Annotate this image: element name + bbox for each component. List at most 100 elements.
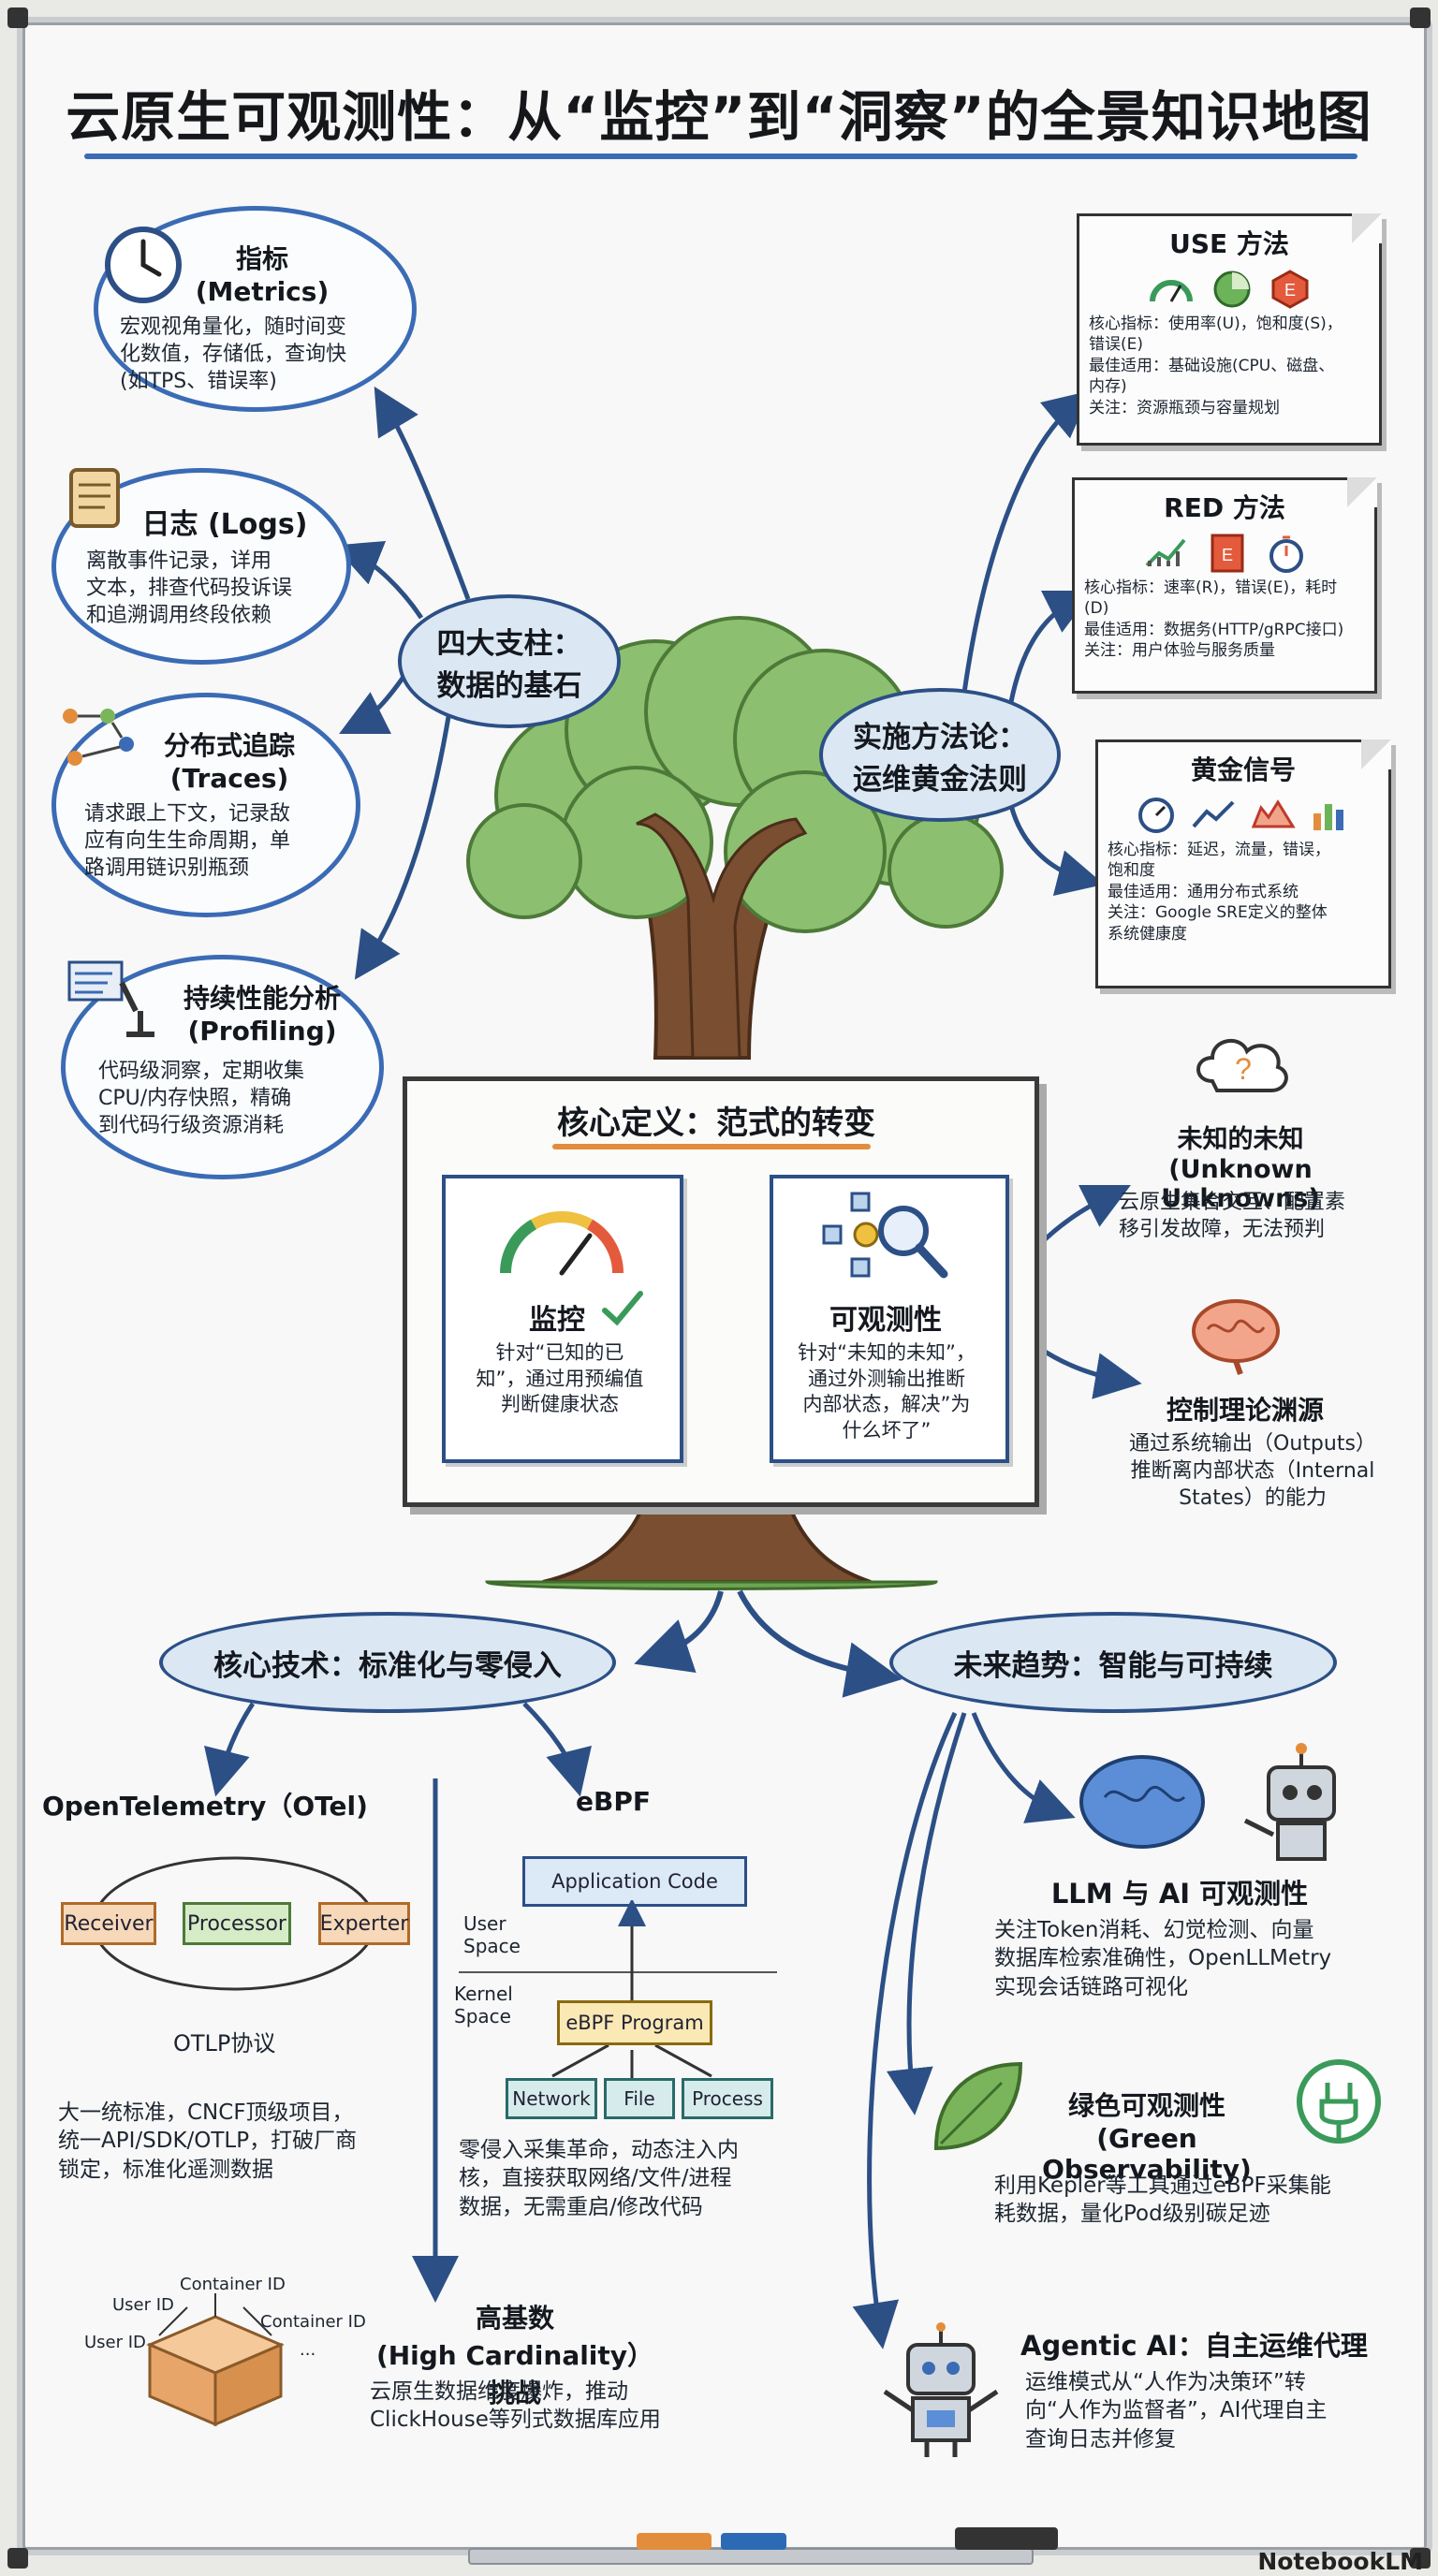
profiling-title: 持续性能分析 (Profiling) bbox=[183, 983, 341, 1046]
tree-trunk-mid bbox=[636, 812, 808, 1060]
methods-hub: 实施方法论： 运维黄金法则 bbox=[819, 688, 1061, 822]
ebpf-kernel-space-label: Kernel Space bbox=[454, 1983, 513, 2027]
ebpf-program-box: eBPF Program bbox=[557, 2000, 712, 2045]
logs-text: 离散事件记录，详用 文本，排查代码投诉误 和追溯调用终段依赖 bbox=[86, 549, 293, 628]
magnifier-network-icon bbox=[822, 1192, 948, 1279]
root-arrow-left bbox=[634, 1590, 724, 1674]
arrow-to-logs bbox=[333, 540, 424, 620]
cardinality-text: 云原生数据维度爆炸，推动 ClickHouse等列式数据库应用 bbox=[370, 2379, 661, 2433]
arrow-to-red bbox=[1008, 591, 1093, 703]
title-underline bbox=[84, 154, 1357, 159]
arrow-to-use bbox=[961, 390, 1092, 694]
cardinality-label-user-id-2: User ID bbox=[84, 2333, 146, 2352]
otel-receiver-box: Receiver bbox=[61, 1902, 156, 1945]
otel-processor-box: Processor bbox=[183, 1902, 291, 1945]
monitoring-text: 针对“已知的已 知”，通过用预编值 判断健康状态 bbox=[476, 1341, 644, 1416]
red-icons: E bbox=[1075, 533, 1374, 574]
ebpf-file-box: File bbox=[604, 2078, 675, 2119]
clock-icon bbox=[105, 227, 182, 303]
green-text: 利用Kepler等工具通过eBPF采集能 耗数据，量化Pod级别碳足迹 bbox=[994, 2174, 1331, 2227]
arrow-to-otel bbox=[204, 1702, 256, 1797]
arrow-to-profiling bbox=[354, 710, 452, 980]
microscope-icon bbox=[67, 960, 154, 1037]
golden-signals-card: 黄金信号 核心指标：延迟，流量，错误， 饱和度 最佳适用：通用分布式系统 关注：… bbox=[1095, 739, 1391, 988]
checkmark-icon bbox=[602, 1291, 643, 1326]
card-fold bbox=[1361, 739, 1391, 769]
red-line-2: (D) bbox=[1084, 599, 1109, 619]
tech-hub: 核心技术：标准化与零侵入 bbox=[159, 1612, 616, 1713]
use-icons: E bbox=[1079, 269, 1379, 310]
board-corner bbox=[7, 7, 28, 28]
marker-orange bbox=[637, 2533, 712, 2550]
red-line-1: 核心指标：速率(R)，错误(E)，耗时 bbox=[1084, 578, 1338, 597]
arrow-to-llm bbox=[971, 1712, 1076, 1823]
eraser bbox=[955, 2527, 1058, 2550]
arrow-to-control bbox=[1037, 1345, 1142, 1399]
saturation-bars-icon bbox=[1313, 804, 1343, 830]
observability-title: 可观测性 bbox=[829, 1304, 942, 1337]
card-fold bbox=[1352, 213, 1382, 243]
golden-line-5: 系统健康度 bbox=[1108, 924, 1187, 944]
monitoring-panel bbox=[442, 1175, 683, 1463]
agentic-title: Agentic AI：自主运维代理 bbox=[1020, 2330, 1368, 2362]
ebpf-app-code-box: Application Code bbox=[522, 1856, 747, 1907]
cardinality-label-ellipsis: ... bbox=[300, 2340, 316, 2360]
traces-text: 请求跟上下文，记录敌 应有向生生命周期，单 路调用链识别瓶颈 bbox=[84, 802, 291, 881]
control-theory-text: 通过系统输出（Outputs） 推断离内部状态（Internal States）… bbox=[1129, 1432, 1376, 1511]
ebpf-arrows bbox=[551, 1900, 712, 2078]
board-corner bbox=[1410, 7, 1431, 28]
golden-title: 黄金信号 bbox=[1190, 754, 1296, 785]
speedometer-icon bbox=[499, 1210, 624, 1276]
board-corner bbox=[7, 2548, 28, 2569]
cardinality-title: 高基数 (High Cardinality）挑战 bbox=[375, 2303, 654, 2408]
arrow-to-ebpf bbox=[522, 1702, 592, 1797]
svg-text:E: E bbox=[1284, 281, 1296, 300]
marker-tray bbox=[468, 2548, 1034, 2565]
root-arrow-right bbox=[737, 1589, 902, 1698]
metrics-title: 指标 (Metrics) bbox=[195, 243, 330, 307]
traces-title: 分布式追踪 (Traces) bbox=[163, 730, 295, 794]
red-method-card: RED 方法 E 核心指标：速率(R)，错误(E)，耗时 (D) 最佳适用：数据… bbox=[1072, 477, 1377, 694]
golden-icons bbox=[1098, 795, 1388, 836]
traffic-chart-icon bbox=[1192, 800, 1235, 828]
golden-line-1: 核心指标：延迟，流量，错误， bbox=[1108, 841, 1330, 859]
pie-icon bbox=[1213, 271, 1251, 308]
otel-exporter-box: Experter bbox=[318, 1902, 410, 1945]
scroll-icon bbox=[69, 468, 120, 528]
arrow-to-golden bbox=[1008, 804, 1105, 896]
methods-hub-label: 实施方法论： 运维黄金法则 bbox=[853, 720, 1027, 797]
ebpf-text: 零侵入采集革命，动态注入内 核，直接获取网络/文件/进程 数据，无需重启/修改代… bbox=[459, 2138, 739, 2219]
use-line-2: 错误(E) bbox=[1089, 335, 1144, 355]
card-fold bbox=[1347, 477, 1377, 507]
observability-text: 针对“未知的未知”， 通过外测输出推断 内部状态，解决”为 什么坏了” bbox=[798, 1341, 976, 1442]
future-hub-label: 未来趋势：智能与可持续 bbox=[953, 1648, 1273, 1683]
unknown-text: 云原生集合交互、配置素 移引发故障，无法预判 bbox=[1119, 1191, 1346, 1242]
ebpf-network-box: Network bbox=[506, 2078, 597, 2119]
pillars-hub-label: 四大支柱： 数据的基石 bbox=[436, 626, 582, 703]
red-line-4: 关注：用户体验与服务质量 bbox=[1084, 641, 1275, 661]
metrics-text: 宏观视角量化，随时间变 化数值，存储低，查询快 (如TPS、错误率) bbox=[120, 315, 347, 394]
question-cloud-icon: ? bbox=[1196, 1038, 1288, 1092]
use-line-4: 内存) bbox=[1089, 377, 1127, 397]
logs-title: 日志 (Logs) bbox=[141, 508, 308, 541]
golden-line-3: 最佳适用：通用分布式系统 bbox=[1108, 882, 1299, 901]
use-line-3: 最佳适用：基础设施(CPU、磁盘、 bbox=[1089, 356, 1335, 375]
rate-chart-icon bbox=[1145, 538, 1186, 567]
ebpf-user-space-label: User Space bbox=[463, 1912, 521, 1957]
arrow-to-unknown bbox=[1037, 1185, 1131, 1247]
cardinality-box-icon bbox=[146, 2293, 285, 2427]
cardinality-label-container-id: Container ID bbox=[180, 2275, 286, 2294]
latency-gauge-icon bbox=[1138, 798, 1174, 833]
watermark: NotebookLM bbox=[1257, 2548, 1423, 2575]
marker-blue bbox=[721, 2533, 786, 2550]
board-corner bbox=[1410, 2548, 1431, 2569]
gauge-icon bbox=[1150, 280, 1193, 302]
errors-chart-icon bbox=[1251, 799, 1296, 828]
otel-protocol-label: OTLP协议 bbox=[173, 2030, 276, 2056]
cardinality-label-user-id: User ID bbox=[112, 2295, 174, 2315]
llm-text: 关注Token消耗、幻觉检测、向量 数据库检索准确性，OpenLLMetry 实… bbox=[994, 1918, 1332, 1999]
golden-line-4: 关注：Google SRE定义的整体 bbox=[1108, 903, 1328, 923]
svg-text:?: ? bbox=[1235, 1052, 1252, 1086]
red-line-3: 最佳适用：数据务(HTTP/gRPC接口) bbox=[1084, 620, 1344, 639]
